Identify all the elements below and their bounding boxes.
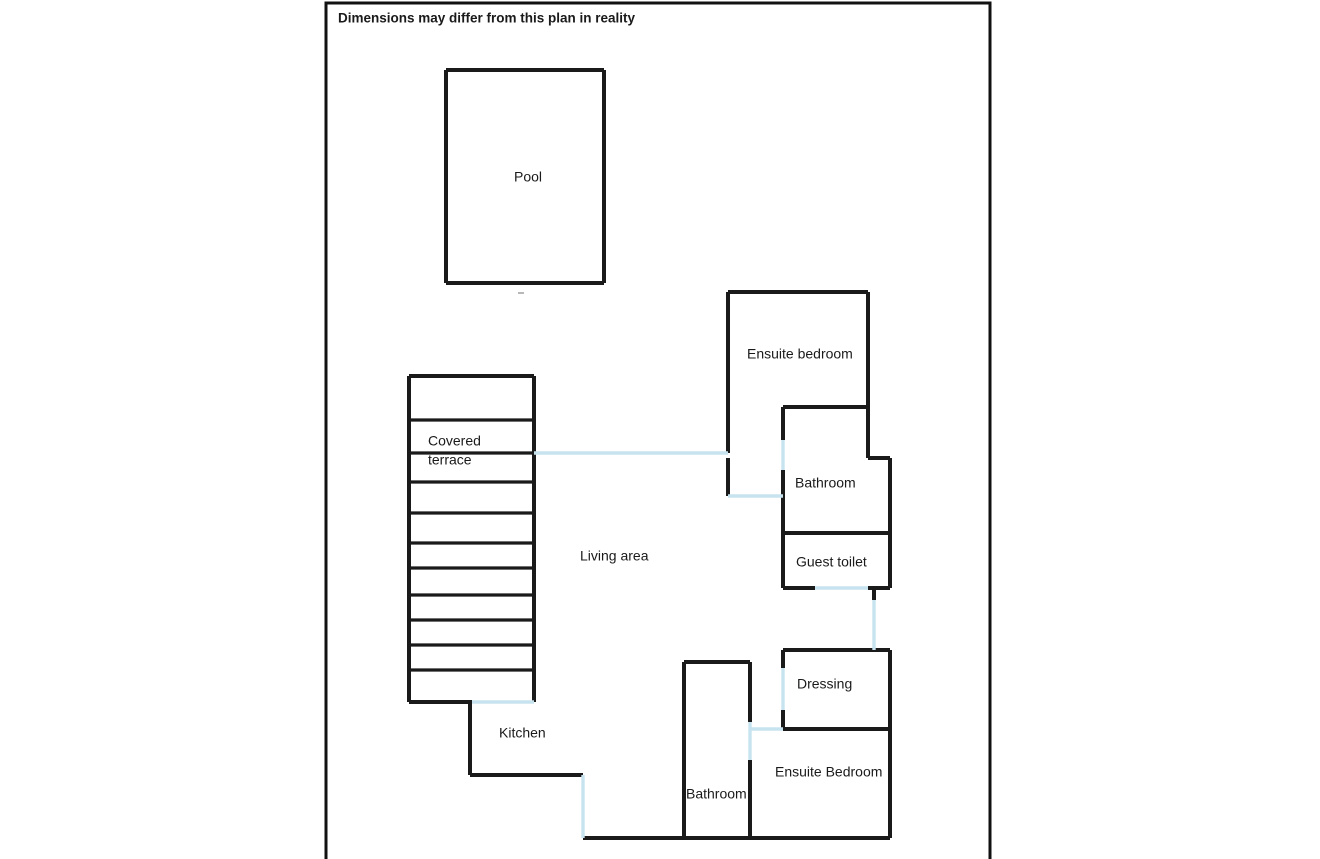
disclaimer-note: Dimensions may differ from this plan in … (338, 11, 636, 26)
room-label-kitchen: Kitchen (499, 725, 546, 741)
room-label-ensuite-bedroom-top: Ensuite bedroom (747, 346, 853, 362)
room-label-guest-toilet: Guest toilet (796, 554, 867, 570)
door-openings-layer (472, 440, 876, 838)
room-label-ensuite-bedroom-bottom: Ensuite Bedroom (775, 764, 882, 780)
room-label-pool: Pool (514, 169, 542, 185)
room-label-covered-terrace: Covered (428, 433, 481, 449)
room-label-bathroom-upper: Bathroom (795, 475, 856, 491)
terrace-slat-dividers (409, 418, 534, 672)
plan-border-frame (324, 1, 992, 859)
room-label-covered-terrace-line2: terrace (428, 452, 472, 468)
room-label-bathroom-lower: Bathroom (686, 786, 747, 802)
room-label-living-area: Living area (580, 548, 649, 564)
room-label-dressing: Dressing (797, 676, 852, 692)
walls-layer (407, 68, 892, 840)
